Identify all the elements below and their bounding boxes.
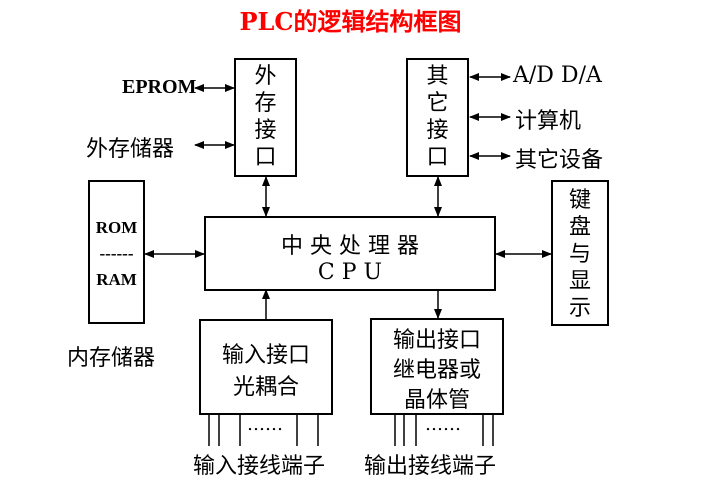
cpu-box: 中 央 处 理 器 C P U <box>204 216 496 291</box>
keyboard-display-label: 键 盘 与 显 示 <box>568 188 591 321</box>
other-devices-label: 其它设备 <box>515 148 604 173</box>
ram-label: RAM <box>96 270 137 289</box>
external-storage-interface-label: 外 存 接 口 <box>254 64 277 170</box>
input-terminals-label: 输入接线端子 <box>193 454 326 479</box>
cpu-label: 中 央 处 理 器 <box>281 234 419 259</box>
output-interface-box: 输出接口 继电器或 晶体管 <box>370 318 504 415</box>
output-interface-label: 输出接口 <box>392 328 481 353</box>
keyboard-display-box: 键 盘 与 显 示 <box>551 180 609 326</box>
other-interface-box: 其 它 接 口 <box>406 58 469 177</box>
external-storage-interface-box: 外 存 接 口 <box>234 58 297 177</box>
other-interface-label: 其 它 接 口 <box>426 64 449 170</box>
memory-separator: ------ <box>99 244 134 263</box>
output-transistor-label: 晶体管 <box>403 388 470 413</box>
external-storage-label: 外存储器 <box>86 137 175 162</box>
input-dots: …… <box>247 414 283 435</box>
diagram-title: PLC的逻辑结构框图 <box>239 7 462 36</box>
input-coupling-label: 光耦合 <box>232 375 299 400</box>
output-dots: …… <box>425 414 461 435</box>
eprom-label: EPROM <box>122 76 197 98</box>
ad-da-label: A/D D/A <box>513 63 602 88</box>
output-terminals-label: 输出接线端子 <box>364 454 497 479</box>
output-relay-label: 继电器或 <box>392 358 481 383</box>
memory-box: ROM ------ RAM <box>88 180 145 324</box>
input-interface-label: 输入接口 <box>221 343 310 368</box>
input-interface-box: 输入接口 光耦合 <box>199 319 333 415</box>
cpu-abbrev: C P U <box>317 260 383 285</box>
computer-label: 计算机 <box>515 109 582 134</box>
internal-storage-label: 内存储器 <box>67 346 156 371</box>
rom-label: ROM <box>95 218 138 237</box>
